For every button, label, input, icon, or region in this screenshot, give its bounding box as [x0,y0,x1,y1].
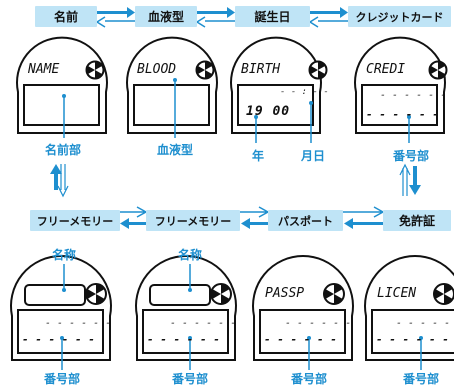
lcd-line1-license: - - - - - - [396,318,454,329]
caption-number-part-3: 番号部 [290,372,328,386]
lcd-line2-memo-2: - - - - - - [147,333,220,346]
caption-number-part-2: 番号部 [171,372,209,386]
arrow-bottom-1 [120,206,148,229]
lcd-line1-passport: - - - - - - [285,318,352,329]
caption-number-part-1: 番号部 [43,372,81,386]
watch-face-memo-1 [10,255,112,370]
lcd-line2-credit: - - - - - - [366,108,439,121]
mode-pill-free-memory-2: フリーメモリー [146,210,240,231]
mode-pill-free-memory-1: フリーメモリー [30,210,120,231]
mode-pill-blood-type: 血液型 [135,6,197,27]
caption-blood-type: 血液型 [156,143,194,157]
arrow-top-3 [308,7,348,28]
top-arrows [95,7,348,28]
lcd-label-credit: CREDI [366,62,406,77]
lcd-line2-memo-1: - - - - - - [22,333,95,346]
lcd-line1-memo-2: - - - - - - [170,318,237,329]
lcd-label-birth: BIRTH [241,62,281,77]
mode-pill-credit-card: クレジットカード [348,6,451,27]
lcd-line1-birth: - - : - - [280,87,329,97]
caption-number-part-4: 番号部 [402,372,440,386]
lcd-line1-credit: - - - - - - [380,90,447,101]
watch-face-credit [354,36,448,143]
mode-pill-license: 免許証 [383,210,451,231]
arrow-top-2 [195,7,235,28]
watch-face-passport [252,255,354,370]
mode-pill-passport: パスポート [268,210,343,231]
lcd-line1-memo-1: - - - - - - [45,318,112,329]
vertical-arrow-right [399,163,421,196]
lcd-label-license: LICEN [377,286,417,301]
caption-number-part-credit: 番号部 [392,149,430,163]
arrow-top-1 [95,7,135,28]
lcd-line2-license: - - - - - - [376,333,449,346]
caption-month-day: 月日 [300,149,326,163]
watch-face-license [364,255,454,370]
lcd-line2-passport: - - - - - - [264,333,337,346]
caption-title-1: 名称 [51,248,77,262]
lcd-line2-birth: 19 00 [246,104,291,119]
caption-year: 年 [251,149,265,163]
lcd-label-name: NAME [28,62,60,77]
watch-face-name [16,36,108,138]
watch-face-birth [230,36,328,143]
caption-name-part: 名前部 [44,143,82,157]
mode-pill-name: 名前 [35,6,97,27]
lcd-label-blood: BLOOD [137,62,177,77]
mode-pill-birthday: 誕生日 [235,6,310,27]
watch-face-memo-2 [135,255,237,370]
lcd-label-passport: PASSP [265,286,305,301]
caption-title-2: 名称 [177,248,203,262]
vertical-arrow-left [50,164,69,198]
watch-face-blood [126,36,218,138]
